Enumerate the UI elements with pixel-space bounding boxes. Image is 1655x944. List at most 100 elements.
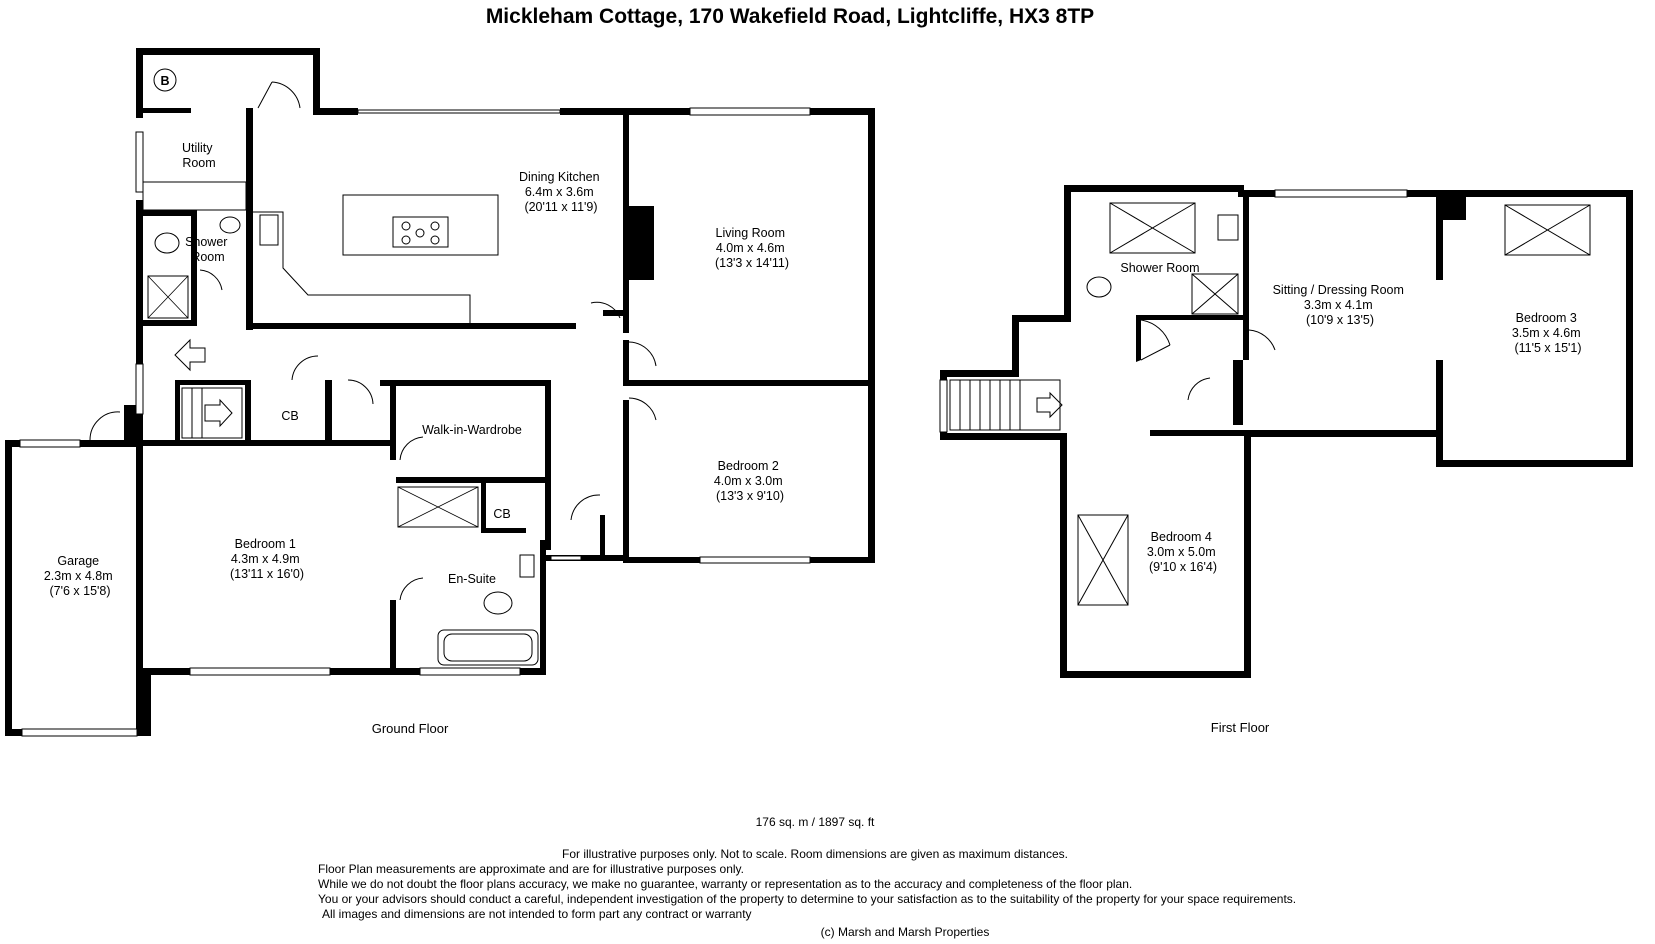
door <box>628 341 657 367</box>
window <box>689 107 811 116</box>
plan-title: Mickleham Cottage, 170 Wakefield Road, L… <box>486 5 1094 28</box>
skylight <box>1077 514 1129 606</box>
door <box>399 436 424 461</box>
entrance-threshold <box>550 555 582 561</box>
wall <box>1012 315 1019 375</box>
skylight <box>1504 204 1591 256</box>
wall <box>136 48 320 55</box>
window <box>1274 189 1408 198</box>
wall <box>1060 433 1067 678</box>
disclaimer-line: You or your advisors should conduct a ca… <box>318 892 1296 906</box>
boiler-label: B <box>160 74 169 88</box>
wall <box>481 483 486 533</box>
wall <box>246 108 253 330</box>
window <box>135 131 144 193</box>
bedroom-4-label: Bedroom 4 3.0m x 5.0m (9'10 x 16'4) <box>1147 530 1219 574</box>
en-suite-label: En-Suite <box>448 572 496 586</box>
wall <box>623 380 875 386</box>
ground-floor-label: Ground Floor <box>372 721 449 736</box>
toilet <box>1086 276 1112 298</box>
ground-floor: B Utility Room Dining Kitchen 6.4m x 3.6… <box>5 48 875 737</box>
door <box>1140 319 1171 361</box>
wall <box>1243 190 1249 360</box>
wall <box>1238 190 1633 197</box>
bedroom-1-label: Bedroom 1 4.3m x 4.9m (13'11 x 16'0) <box>230 537 304 581</box>
bedroom-3-label: Bedroom 3 3.5m x 4.6m (11'5 x 15'1) <box>1512 311 1584 355</box>
first-floor: Shower Room Sitting / Dressing Room 3.3m… <box>939 185 1633 735</box>
garage-label: Garage 2.3m x 4.8m (7'6 x 15'8) <box>44 554 116 598</box>
entry-arrow <box>174 338 206 372</box>
wall <box>313 48 320 114</box>
wall <box>545 380 551 550</box>
wall <box>1244 430 1436 437</box>
dining-kitchen-label: Dining Kitchen 6.4m x 3.6m (20'11 x 11'9… <box>519 170 603 214</box>
wall <box>325 380 332 440</box>
wall <box>1012 315 1071 322</box>
window <box>699 556 811 564</box>
bath <box>437 629 539 666</box>
bedroom-2-label: Bedroom 2 4.0m x 3.0m (13'3 x 9'10) <box>714 459 786 503</box>
wall <box>1436 360 1443 467</box>
window <box>135 363 144 415</box>
sink <box>519 554 535 578</box>
wall <box>5 440 12 736</box>
wall <box>1244 430 1251 678</box>
toilet <box>154 232 180 254</box>
wall <box>940 370 1019 377</box>
shower-tray <box>397 486 479 528</box>
door <box>89 411 121 441</box>
wall <box>143 210 191 216</box>
wall <box>245 380 251 440</box>
wall <box>1626 190 1633 467</box>
stairs <box>181 387 243 439</box>
door <box>347 379 374 405</box>
wall <box>1436 460 1633 467</box>
disclaimer-line: While we do not doubt the floor plans ac… <box>318 877 1132 891</box>
wall <box>136 440 396 446</box>
skylight <box>1109 202 1196 254</box>
basin <box>1217 214 1239 241</box>
window <box>419 667 521 676</box>
wall <box>390 380 396 460</box>
wall <box>313 108 358 115</box>
wall <box>136 440 143 675</box>
worktop <box>142 181 247 211</box>
wall <box>940 433 1060 440</box>
wall <box>1233 360 1243 425</box>
copyright: (c) Marsh and Marsh Properties <box>821 925 990 939</box>
utility-room-label: Utility Room <box>182 141 216 170</box>
wall <box>143 320 197 326</box>
wall <box>623 108 629 333</box>
boiler-icon <box>153 68 177 92</box>
door <box>628 397 657 421</box>
hob <box>392 216 449 248</box>
wall <box>143 108 191 113</box>
cupboard-label: CB <box>281 409 298 423</box>
wall <box>396 477 550 483</box>
kitchen-worktop <box>253 211 471 323</box>
door <box>257 81 301 109</box>
door <box>1248 329 1276 351</box>
kitchen-sink <box>259 214 279 246</box>
wall <box>600 515 605 560</box>
wall <box>136 48 143 118</box>
door <box>1187 377 1211 401</box>
garage-window <box>19 439 81 448</box>
walk-in-wardrobe-label: Walk-in-Wardrobe <box>422 423 522 437</box>
wall <box>175 380 245 385</box>
disclaimer-line: Floor Plan measurements are approximate … <box>318 862 744 876</box>
door <box>399 577 424 601</box>
wall <box>623 400 629 563</box>
wall <box>820 108 874 115</box>
cupboard-label: CB <box>493 507 510 521</box>
door <box>590 301 621 319</box>
disclaimer-line: For illustrative purposes only. Not to s… <box>562 847 1068 861</box>
toilet <box>483 591 513 615</box>
basin <box>219 216 241 234</box>
wall <box>1060 671 1250 678</box>
wall <box>175 380 180 440</box>
shower-tray <box>147 275 189 319</box>
sitting-dressing-room-label: Sitting / Dressing Room 3.3m x 4.1m (10'… <box>1273 283 1408 327</box>
wall <box>191 210 197 325</box>
